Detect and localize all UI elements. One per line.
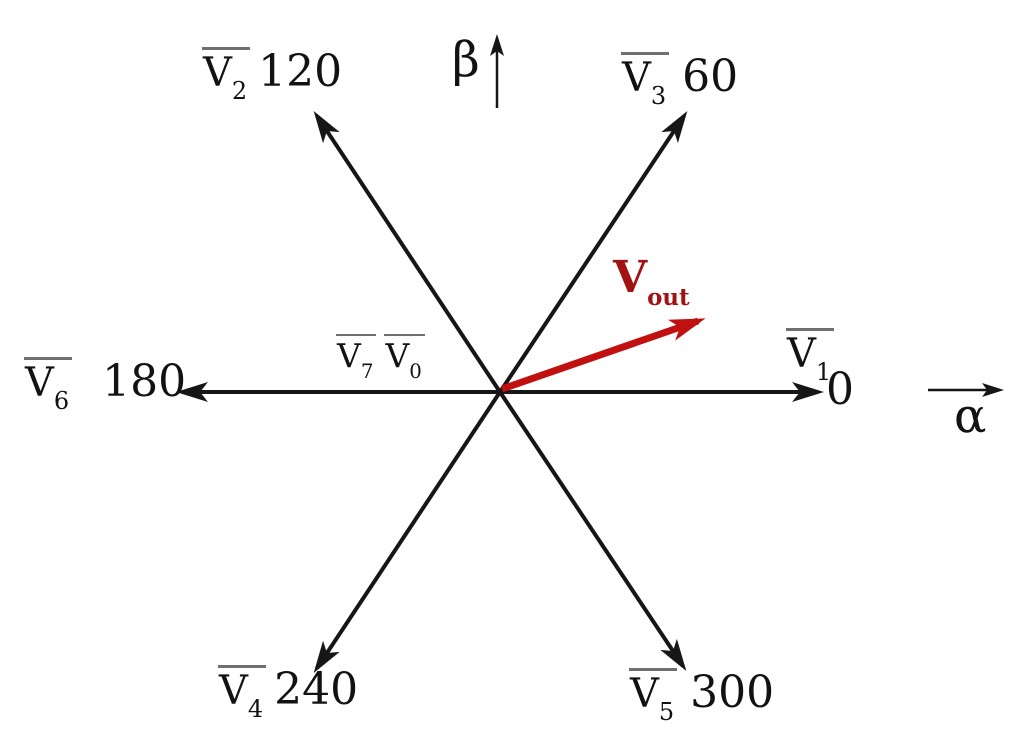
v4-vector-arrow [313,390,502,674]
v2-angle: 120 [258,46,343,97]
v0-symbol: V0 [384,334,425,382]
v7-base: V [337,336,361,375]
v2-vector-arrow [313,110,502,394]
v2-symbol: V2 [202,47,251,103]
v3-vector-label: V3 60 [621,51,739,108]
v1-subscript: 1 [815,358,832,387]
v1-angle-label: 0 [826,368,854,412]
vout-vector-arrow [500,317,706,393]
v5-vector-label: V5 300 [629,667,775,724]
vout-symbol: Vout [613,256,690,309]
v5-angle: 300 [690,667,775,718]
v0-base: V [385,336,410,375]
alpha-axis-label: α [954,392,986,440]
zero-vectors-label: V7 V0 [336,334,425,382]
v3-symbol: V3 [621,52,670,108]
v4-base: V [219,668,248,714]
beta-axis-label: β [452,36,480,84]
v4-vector-label: V4 240 [218,664,359,721]
v6-symbol: V6 [24,357,73,413]
v0-subscript: 0 [409,360,422,384]
v3-base: V [622,55,651,101]
v2-subscript: 2 [231,77,248,106]
v7-symbol: V7 [336,334,377,382]
v3-subscript: 3 [650,82,667,111]
vout-label: Vout [613,256,690,309]
vout-subscript: out [647,284,690,311]
v6-angle: 180 [102,356,187,407]
v5-vector-arrow [498,390,687,671]
v7-subscript: 7 [360,360,374,384]
v1-symbol: V1 [786,328,835,384]
v6-base: V [25,360,54,406]
beta-symbol: β [452,32,480,88]
v2-vector-label: V2 120 [202,46,343,103]
v4-angle: 240 [274,664,359,715]
v4-symbol: V4 [218,665,267,721]
v4-subscript: 4 [247,695,264,724]
v1-vector-label: V1 [786,328,835,384]
v5-symbol: V5 [629,668,678,724]
v3-vector-arrow [498,111,688,394]
v2-base: V [203,50,232,96]
v5-base: V [630,671,659,717]
v6-subscript: 6 [53,387,70,416]
v6-vector-label: V6 180 [24,356,187,413]
v1-base: V [787,331,816,377]
v5-subscript: 5 [658,698,675,727]
vout-base: V [613,252,648,303]
v1-angle: 0 [826,364,854,415]
v3-angle: 60 [682,51,739,102]
alpha-symbol: α [954,388,987,444]
